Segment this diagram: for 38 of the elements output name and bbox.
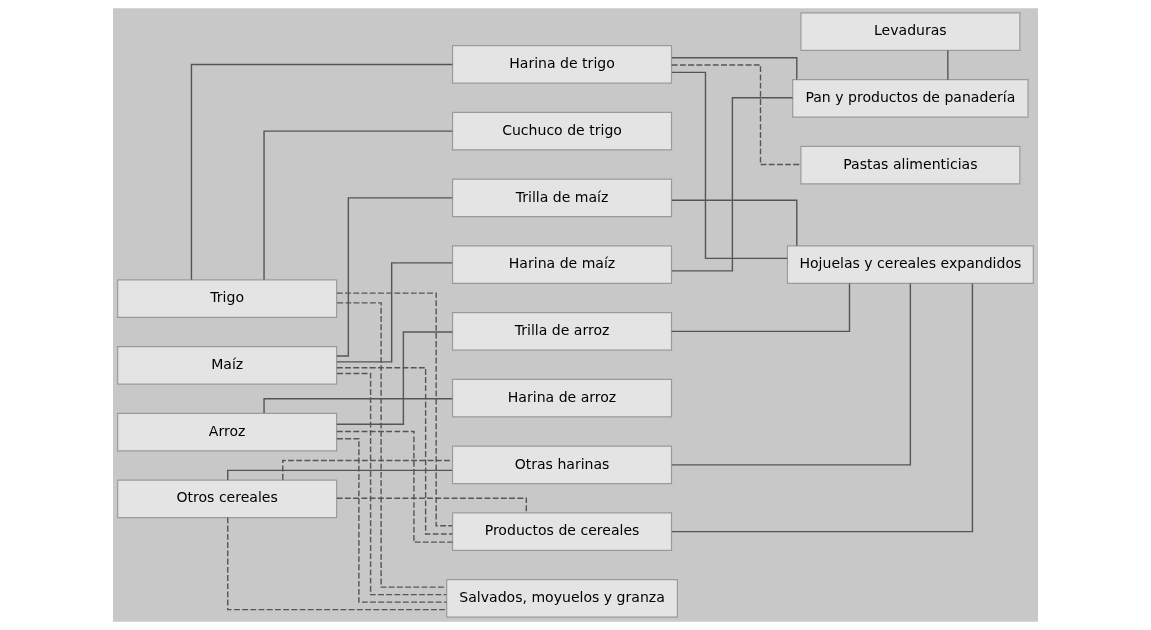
connector [671,64,802,166]
connector [190,63,454,281]
connector [336,367,453,535]
node-box: Harina de maíz [451,245,673,284]
node-box: Harina de arroz [451,378,673,418]
node-box: Trilla de arroz [451,312,673,351]
node-box: Otras harinas [451,445,673,485]
connector [227,469,453,481]
node-box: Pan y productos de panadería [792,79,1029,118]
connector [336,197,454,357]
node-box: Cuchuco de trigo [451,111,673,151]
connector [671,282,912,466]
connector [670,282,851,333]
node-box: Trilla de maíz [451,178,673,218]
connector [336,292,453,527]
node-box: Maíz [117,346,338,385]
connector [671,57,798,81]
connector [947,49,949,81]
connector [336,372,447,596]
node-box: Salvados, moyuelos y granza [446,579,678,618]
node-box: Hojuelas y cereales expandidos [786,245,1034,284]
node-box: Trigo [117,279,338,318]
connector [336,331,453,425]
connector [671,199,798,247]
connector [263,130,454,281]
connector [336,262,453,363]
node-box: Otros cereales [117,479,338,519]
connector [671,71,789,260]
connector [336,438,448,603]
node-box: Productos de cereales [451,512,673,551]
connector [336,430,454,543]
node-box: Arroz [117,412,338,452]
connector [227,516,448,611]
node-box: Pastas alimenticias [800,145,1021,185]
node-box: Levaduras [800,12,1021,51]
connector [671,97,794,272]
connector [671,282,974,533]
node-box: Harina de trigo [451,45,673,84]
